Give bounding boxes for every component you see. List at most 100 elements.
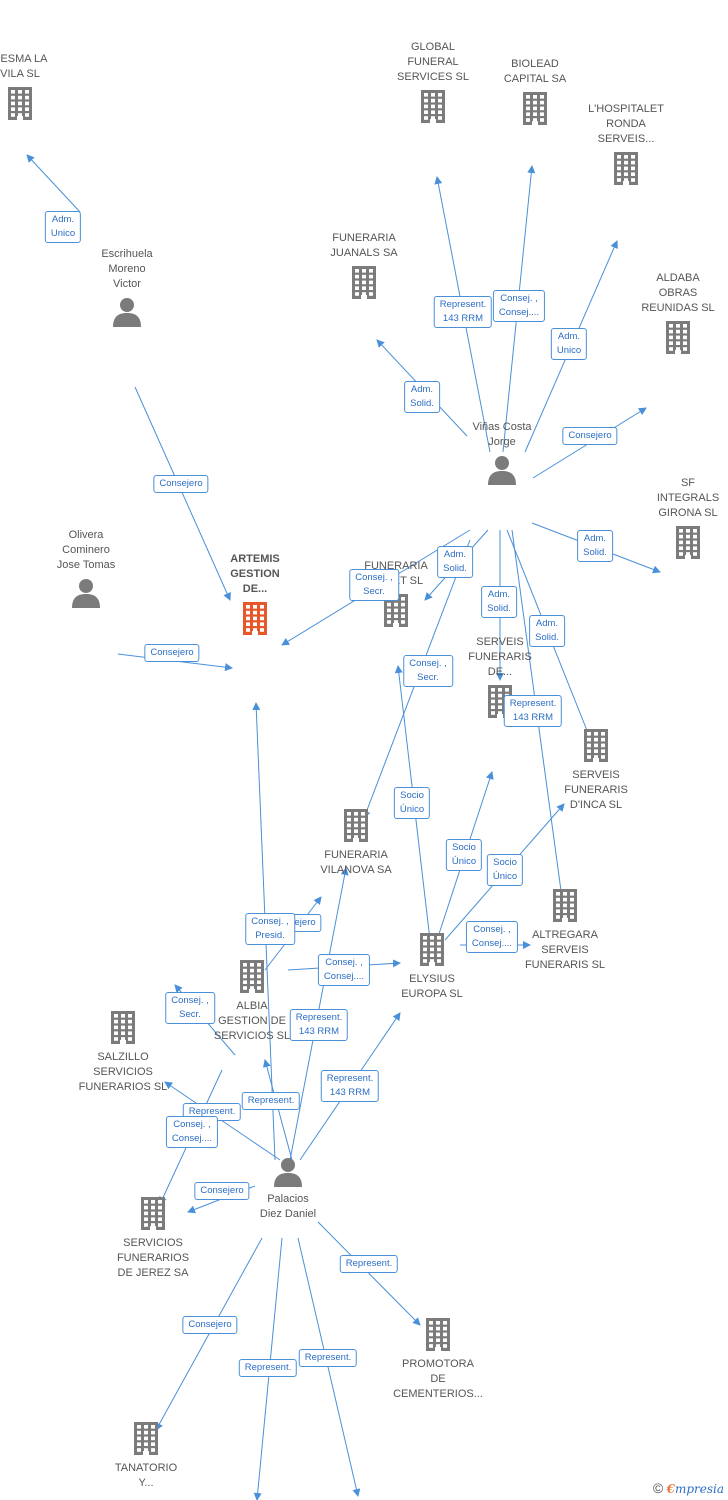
relation-label[interactable]: Represent. 143 RRM [503, 695, 563, 727]
node-label: SF INTEGRALS GIRONA SL [656, 477, 720, 519]
company-node[interactable]: SERVEIS FUNERARIS DE... [430, 635, 570, 720]
person-icon [274, 1158, 302, 1187]
relation-label[interactable]: Adm. Solid. [529, 615, 565, 647]
relation-label[interactable]: Consejero [144, 644, 200, 662]
company-node[interactable]: FUNERARIA JUANALS SA [294, 231, 434, 301]
company-node[interactable]: ELYSIUS EUROPA SL [362, 932, 502, 1002]
building-icon [141, 1197, 165, 1230]
node-label: TANATORIO Y... [114, 1462, 178, 1489]
brand-logo-mark: € [666, 1482, 675, 1496]
building-icon [420, 933, 444, 966]
node-label: SERVEIS FUNERARIS DE... [468, 636, 532, 678]
relation-label[interactable]: Represent. [241, 1092, 301, 1110]
relation-label[interactable]: Adm. Solid. [437, 546, 473, 578]
person-icon [72, 579, 100, 608]
node-label: Palacios Diez Daniel [259, 1193, 317, 1220]
company-node[interactable]: RESMA LA VILA SL [0, 52, 90, 122]
relation-label[interactable]: Adm. Solid. [577, 530, 613, 562]
relation-label[interactable]: Consej. , Secr. [165, 992, 215, 1024]
building-icon [666, 321, 690, 354]
node-label: GLOBAL FUNERAL SERVICES SL [397, 41, 469, 83]
relation-label[interactable]: Consej. , Consej.... [317, 954, 371, 986]
relation-label[interactable]: Consejero [562, 427, 618, 445]
node-label: RESMA LA VILA SL [0, 53, 48, 80]
building-icon [240, 960, 264, 993]
relation-label[interactable]: Represent. 143 RRM [320, 1070, 380, 1102]
relation-edge [317, 1221, 421, 1326]
relation-label[interactable]: Adm. Unico [44, 211, 82, 243]
node-label: FUNERARIA VILANOVA SA [320, 849, 392, 876]
relation-edge [155, 1237, 263, 1431]
building-icon [584, 729, 608, 762]
relation-label[interactable]: Consejero [153, 475, 209, 493]
building-icon [553, 889, 577, 922]
company-node[interactable]: ALTREGARA SERVEIS FUNERARIS SL [495, 888, 635, 973]
building-icon [676, 526, 700, 559]
building-icon [421, 90, 445, 123]
building-icon [523, 92, 547, 125]
building-icon [344, 809, 368, 842]
company-node[interactable]: ALBIA GESTION DE SERVICIOS SL [182, 959, 322, 1044]
building-icon [243, 602, 267, 635]
building-icon [488, 685, 512, 718]
company-node[interactable]: PROMOTORA DE CEMENTERIOS... [368, 1317, 508, 1402]
company-node[interactable]: GLOBAL FUNERAL SERVICES SL [363, 40, 503, 125]
company-node[interactable]: L'HOSPITALET RONDA SERVEIS... [556, 102, 696, 187]
node-label: ELYSIUS EUROPA SL [401, 973, 463, 1000]
company-node[interactable]: ALDABA OBRAS REUNIDAS SL [608, 271, 728, 356]
person-node[interactable]: Viñas Costa Jorge [432, 420, 572, 486]
person-icon [113, 298, 141, 327]
relation-edge [164, 1081, 281, 1161]
node-label: ARTEMIS GESTION DE... [230, 553, 280, 595]
relation-label[interactable]: Represent. [298, 1349, 358, 1367]
relation-label[interactable]: Consej. , Consej.... [492, 290, 546, 322]
relation-label[interactable]: Consej. , Presid. [245, 913, 295, 945]
relation-label[interactable]: Adm. Solid. [481, 586, 517, 618]
relation-label[interactable]: Consej. , Consej.... [165, 1116, 219, 1148]
copyright-symbol: © [652, 1480, 664, 1496]
relation-label[interactable]: Consej. , Consej.... [465, 921, 519, 953]
company-node[interactable]: SALZILLO SERVICIOS FUNERARIOS SL [53, 1010, 193, 1095]
building-icon [614, 152, 638, 185]
relation-edge [26, 154, 81, 213]
relation-label[interactable]: Represent. 143 RRM [289, 1009, 349, 1041]
node-label: L'HOSPITALET RONDA SERVEIS... [588, 103, 664, 145]
company-node[interactable]: ARTEMIS GESTION DE... [185, 552, 325, 637]
relation-label[interactable]: Socio Único [393, 787, 431, 819]
relation-label[interactable]: Adm. Solid. [404, 381, 440, 413]
relation-edge [262, 1059, 293, 1161]
relation-label[interactable]: Socio Único [486, 854, 524, 886]
brand-watermark: © €mpresia [653, 1480, 724, 1496]
person-node[interactable]: Olivera Cominero Jose Tomas [16, 528, 156, 609]
relation-label[interactable]: Consejero [182, 1316, 238, 1334]
relation-label[interactable]: Adm. Unico [550, 328, 588, 360]
relation-label[interactable]: Consej. , Secr. [403, 655, 453, 687]
building-icon [8, 87, 32, 120]
relation-label[interactable]: Represent. [339, 1255, 399, 1273]
node-label: SERVICIOS FUNERARIOS DE JEREZ SA [116, 1237, 190, 1279]
company-node[interactable]: BIOLEAD CAPITAL SA [465, 57, 605, 127]
node-label: SALZILLO SERVICIOS FUNERARIOS SL [78, 1051, 168, 1093]
company-node[interactable]: SERVEIS FUNERARIS D'INCA SL [526, 728, 666, 813]
relation-label[interactable]: Represent. 143 RRM [433, 296, 493, 328]
node-label: PROMOTORA DE CEMENTERIOS... [393, 1358, 483, 1400]
relation-label[interactable]: Consejero [194, 1182, 250, 1200]
person-icon [488, 456, 516, 485]
node-label: BIOLEAD CAPITAL SA [503, 58, 567, 85]
relation-edge [134, 386, 231, 601]
company-node[interactable]: SERVICIOS FUNERARIOS DE JEREZ SA [83, 1196, 223, 1281]
company-node[interactable]: SF INTEGRALS GIRONA SL [618, 476, 728, 561]
brand-name: mpresia [674, 1482, 724, 1496]
building-icon [111, 1011, 135, 1044]
person-node[interactable]: Palacios Diez Daniel [218, 1156, 358, 1222]
relation-label[interactable]: Socio Único [445, 839, 483, 871]
node-label: ALBIA GESTION DE SERVICIOS SL [213, 1000, 291, 1042]
company-node[interactable]: FUNERARIA VILANOVA SA [286, 808, 426, 878]
relation-label[interactable]: Consej. , Secr. [349, 569, 399, 601]
person-node[interactable]: Escrihuela Moreno Victor [57, 247, 197, 328]
node-label: Viñas Costa Jorge [472, 421, 532, 448]
node-label: Olivera Cominero Jose Tomas [56, 529, 116, 571]
node-label: SERVEIS FUNERARIS D'INCA SL [564, 769, 628, 811]
company-node[interactable]: TANATORIO Y... [76, 1421, 216, 1491]
relation-label[interactable]: Represent. [238, 1359, 298, 1377]
